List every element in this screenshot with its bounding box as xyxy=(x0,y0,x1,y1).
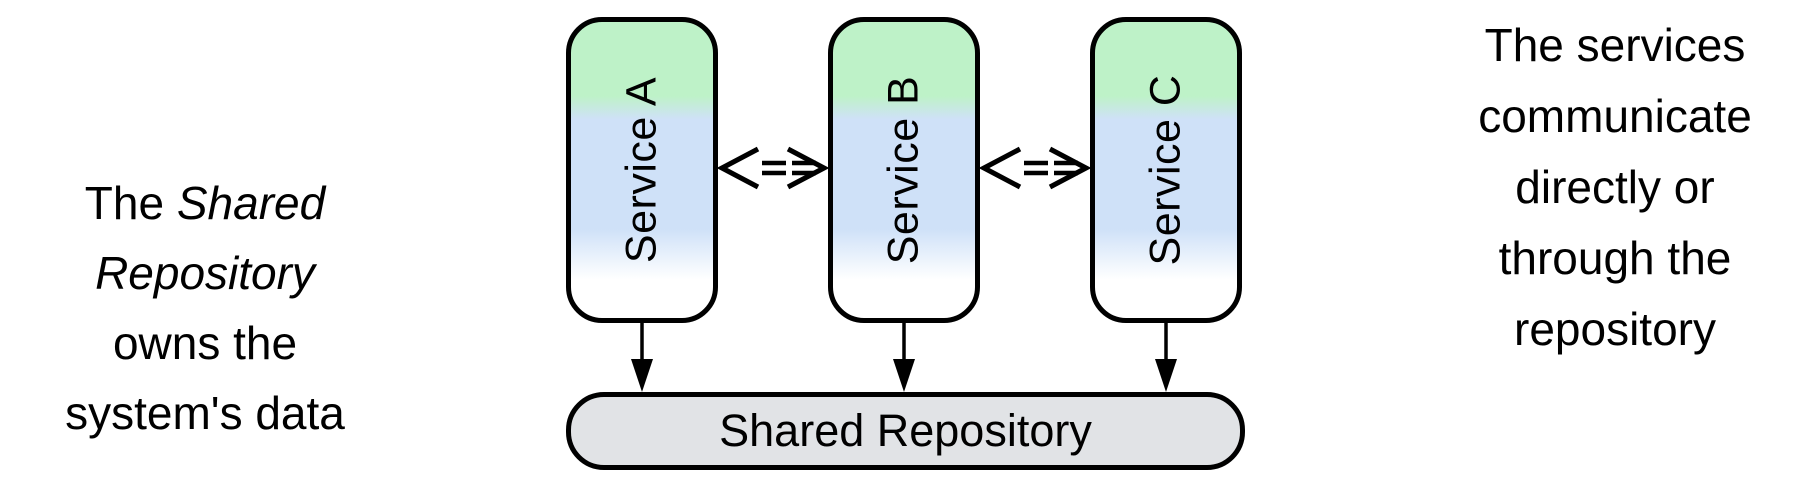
service-a-label: Service A xyxy=(617,76,666,264)
shared-repository-label: Shared Repository xyxy=(719,405,1092,456)
left-annotation-line4: system's data xyxy=(65,387,345,439)
right-annotation-line: communicate xyxy=(1478,90,1752,142)
dashed-double-arrow-icon xyxy=(980,146,1090,190)
right-annotation-line: The services xyxy=(1484,19,1746,71)
down-arrow-icon xyxy=(631,323,653,392)
right-annotation-line: repository xyxy=(1514,303,1716,355)
dashed-double-arrow-icon xyxy=(718,146,828,190)
left-annotation-italic-repository: Repository xyxy=(95,247,315,299)
down-arrow-icon xyxy=(893,323,915,392)
service-c-label: Service C xyxy=(1141,74,1190,266)
service-b-label: Service B xyxy=(879,75,928,265)
left-annotation-line3: owns the xyxy=(112,317,298,369)
service-b-box: Service B xyxy=(828,17,980,323)
right-annotation: The services communicate directly or thr… xyxy=(1412,10,1806,365)
right-annotation-line: through the xyxy=(1498,232,1732,284)
service-c-box: Service C xyxy=(1090,17,1242,323)
shared-repository-box: Shared Repository xyxy=(566,392,1245,470)
service-a-box: Service A xyxy=(566,17,718,323)
right-annotation-line: directly or xyxy=(1515,161,1715,213)
down-arrow-icon xyxy=(1155,323,1177,392)
left-annotation-italic-shared: Shared xyxy=(176,177,326,229)
left-annotation: The Shared Repository owns the system's … xyxy=(10,168,400,448)
left-annotation-text: The xyxy=(84,177,165,229)
